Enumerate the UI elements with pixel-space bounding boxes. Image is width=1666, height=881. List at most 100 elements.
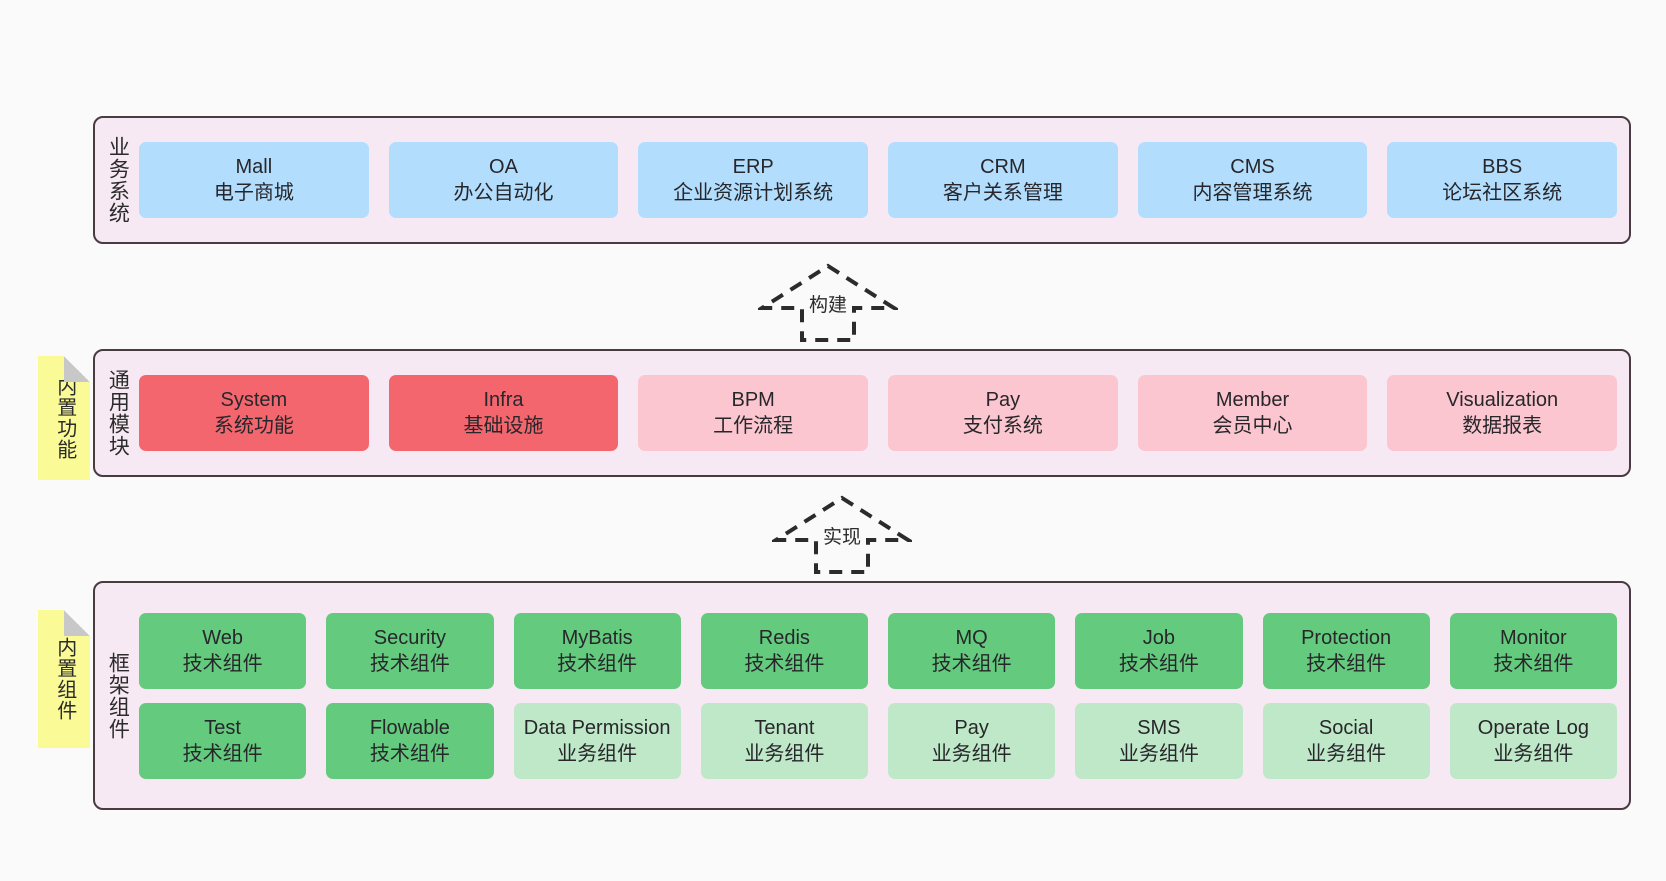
- cell-name-en: Mall: [235, 156, 273, 178]
- component-card-monitor[interactable]: Monitor 技术组件: [1449, 612, 1617, 689]
- module-card-pay[interactable]: Pay 支付系统: [888, 375, 1118, 451]
- component-card-social[interactable]: Social 业务组件: [1262, 702, 1430, 779]
- cell-name-en: CRM: [980, 156, 1026, 178]
- layer-framework-component-label: 框架组件: [106, 651, 130, 740]
- module-card-bpm[interactable]: BPM 工作流程: [638, 375, 869, 451]
- cell-name-cn: 数据报表: [1462, 415, 1543, 437]
- note-builtin-components: 内置组件: [38, 610, 90, 748]
- cell-name-cn: 电子商城: [213, 182, 294, 204]
- cell-name-cn: 论坛社区系统: [1442, 182, 1563, 204]
- cell-name-en: Visualization: [1446, 389, 1559, 411]
- cell-name-cn: 技术组件: [744, 652, 825, 675]
- cell-name-en: Security: [373, 626, 446, 649]
- cell-name-en: SMS: [1137, 716, 1181, 739]
- layer-business-system-label: 业务系统: [106, 136, 130, 224]
- module-card-member[interactable]: Member 会员中心: [1137, 375, 1368, 451]
- cell-name-cn: 技术组件: [1493, 652, 1574, 675]
- business-card-cms[interactable]: CMS 内容管理系统: [1137, 142, 1368, 218]
- cell-name-en: Test: [204, 716, 241, 739]
- cell-name-cn: 办公自动化: [453, 182, 554, 204]
- component-card-flowable[interactable]: Flowable 技术组件: [326, 702, 494, 779]
- cell-name-en: Operate Log: [1477, 716, 1589, 739]
- business-card-mall[interactable]: Mall 电子商城: [139, 142, 369, 218]
- component-card-operate-log[interactable]: Operate Log 业务组件: [1449, 702, 1617, 779]
- component-card-web[interactable]: Web 技术组件: [139, 612, 307, 689]
- component-card-protection[interactable]: Protection 技术组件: [1262, 612, 1430, 689]
- component-card-sms[interactable]: SMS 业务组件: [1075, 702, 1243, 779]
- component-card-job[interactable]: Job 技术组件: [1075, 612, 1243, 689]
- cell-name-en: BPM: [731, 389, 775, 411]
- note-builtin-features: 内置功能: [38, 356, 90, 480]
- cell-name-cn: 技术组件: [182, 652, 263, 675]
- component-card-test[interactable]: Test 技术组件: [139, 702, 307, 779]
- module-card-visualization[interactable]: Visualization 数据报表: [1387, 375, 1618, 451]
- cell-name-cn: 技术组件: [1118, 652, 1199, 675]
- cell-name-en: Flowable: [369, 716, 450, 739]
- cell-name-en: CMS: [1230, 156, 1275, 178]
- cell-name-cn: 系统功能: [213, 415, 294, 437]
- cell-name-cn: 技术组件: [1306, 652, 1387, 675]
- cell-name-en: MQ: [955, 626, 988, 649]
- cell-name-cn: 业务组件: [557, 742, 638, 765]
- component-card-mybatis[interactable]: MyBatis 技术组件: [513, 612, 681, 689]
- cell-name-en: Monitor: [1500, 626, 1567, 649]
- cell-name-en: Web: [202, 626, 243, 649]
- cell-name-cn: 技术组件: [931, 652, 1012, 675]
- cell-name-en: Data Permission: [523, 716, 671, 739]
- cell-name-cn: 业务组件: [1118, 742, 1199, 765]
- cell-name-cn: 技术组件: [369, 742, 450, 765]
- cell-name-cn: 业务组件: [744, 742, 825, 765]
- connector-build-label: 构建: [808, 295, 848, 316]
- note-builtin-components-label: 内置组件: [53, 637, 76, 721]
- component-card-data-permission[interactable]: Data Permission 业务组件: [513, 702, 681, 779]
- cell-name-en: Social: [1318, 716, 1374, 739]
- cell-name-en: Member: [1215, 389, 1290, 411]
- cell-name-cn: 客户关系管理: [942, 182, 1063, 204]
- business-card-crm[interactable]: CRM 客户关系管理: [888, 142, 1118, 218]
- cell-name-cn: 业务组件: [931, 742, 1012, 765]
- module-card-infra[interactable]: Infra 基础设施: [388, 375, 619, 451]
- cell-name-en: Redis: [758, 626, 810, 649]
- cell-name-cn: 技术组件: [369, 652, 450, 675]
- component-card-redis[interactable]: Redis 技术组件: [700, 612, 868, 689]
- cell-name-cn: 会员中心: [1212, 415, 1293, 437]
- cell-name-cn: 技术组件: [182, 742, 263, 765]
- cell-name-en: Protection: [1301, 626, 1392, 649]
- connector-implement-label: 实现: [822, 527, 862, 548]
- cell-name-cn: 企业资源计划系统: [673, 182, 834, 204]
- connector-build: 构建: [758, 262, 898, 344]
- note-builtin-features-label: 内置功能: [53, 376, 76, 460]
- component-card-tenant[interactable]: Tenant 业务组件: [700, 702, 868, 779]
- component-card-mq[interactable]: MQ 技术组件: [888, 612, 1056, 689]
- cell-name-en: Infra: [483, 389, 524, 411]
- cell-name-en: Tenant: [754, 716, 815, 739]
- cell-name-en: Pay: [985, 389, 1021, 411]
- connector-implement: 实现: [772, 494, 912, 576]
- cell-name-cn: 内容管理系统: [1192, 182, 1313, 204]
- cell-name-cn: 基础设施: [463, 415, 544, 437]
- component-card-security[interactable]: Security 技术组件: [326, 612, 494, 689]
- cell-name-cn: 技术组件: [557, 652, 638, 675]
- cell-name-cn: 工作流程: [713, 415, 794, 437]
- cell-name-cn: 支付系统: [962, 415, 1043, 437]
- cell-name-cn: 业务组件: [1493, 742, 1574, 765]
- cell-name-cn: 业务组件: [1306, 742, 1387, 765]
- cell-name-en: Job: [1142, 626, 1175, 649]
- cell-name-en: MyBatis: [561, 626, 633, 649]
